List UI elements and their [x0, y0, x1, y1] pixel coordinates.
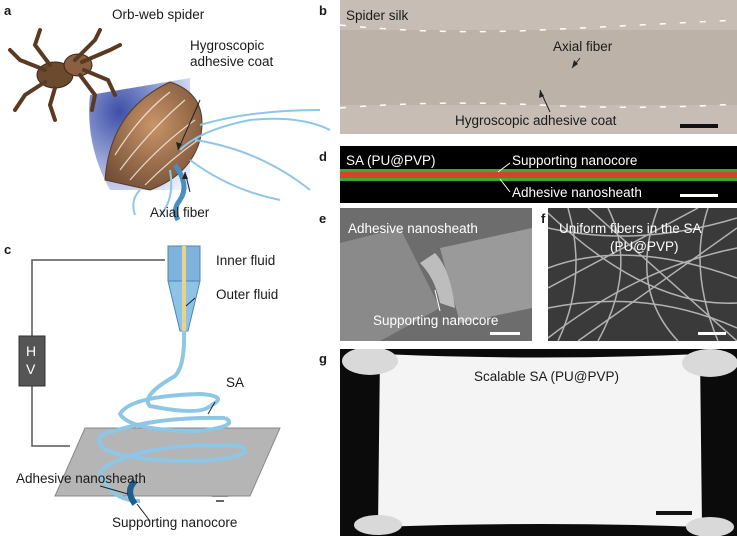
panel-d-core-label: Supporting nanocore [512, 153, 638, 168]
panel-b-fiber-label: Axial fiber [553, 39, 613, 54]
sa-sheet [378, 354, 702, 527]
hv-letter-v: V [26, 361, 36, 377]
panel-e-core-label: Supporting nanocore [373, 313, 499, 328]
silk-fiber-outline [340, 19, 737, 128]
panel-a-letter: a [4, 3, 12, 18]
scale-bar [680, 194, 718, 197]
panel-f-letter: f [541, 211, 546, 226]
panel-c-electrospinning-setup [18, 245, 281, 522]
panel-g-title: Scalable SA (PU@PVP) [474, 369, 620, 384]
fiber-mesh [548, 208, 737, 341]
panel-c-sheath-label: Adhesive nanosheath [16, 471, 146, 486]
panel-a-illustration [8, 28, 331, 222]
panel-d-sheath-label: Adhesive nanosheath [512, 185, 642, 200]
scale-bar [490, 332, 520, 335]
panel-g-photo [340, 349, 737, 536]
panel-a-coat-label: Hygroscopic adhesive coat [190, 38, 274, 70]
hv-box [18, 335, 46, 387]
panel-e-sheath-label: Adhesive nanosheath [348, 221, 478, 236]
panel-d-letter: d [319, 149, 327, 164]
panel-f-title-line1: Uniform fibers in the SA [559, 221, 702, 236]
panel-d-fluorescence [340, 146, 737, 203]
panel-c-core-label: Supporting nanocore [112, 515, 238, 530]
hv-letter-h: H [26, 343, 37, 359]
spider-shape [8, 28, 122, 122]
left-hand-top [342, 349, 398, 375]
panel-c-inner-label: Inner fluid [216, 253, 276, 268]
right-hand-top [682, 349, 737, 377]
panel-f-sem [548, 208, 737, 341]
scale-bar [680, 124, 718, 128]
panel-b-coat-label: Hygroscopic adhesive coat [455, 113, 617, 128]
panel-a-fiber-label: Axial fiber [150, 205, 210, 220]
left-hand-bottom [354, 515, 402, 535]
panel-c-letter: c [4, 242, 12, 257]
panel-b-micrograph [340, 0, 737, 134]
panel-g-letter: g [319, 351, 327, 366]
scale-bar [656, 511, 692, 515]
panel-b-letter: b [319, 3, 327, 18]
panel-d-title: SA (PU@PVP) [346, 153, 436, 168]
scale-bar [698, 332, 726, 335]
right-hand-bottom [686, 517, 734, 536]
panel-f-title-line2: (PU@PVP) [610, 239, 679, 254]
panel-e-sem [340, 208, 532, 341]
panel-c-sa-label: SA [226, 375, 245, 390]
panel-e-letter: e [319, 211, 327, 226]
panel-a-title: Orb-web spider [112, 7, 205, 22]
panel-c-outer-label: Outer fluid [216, 287, 279, 302]
panel-b-title: Spider silk [346, 8, 409, 23]
